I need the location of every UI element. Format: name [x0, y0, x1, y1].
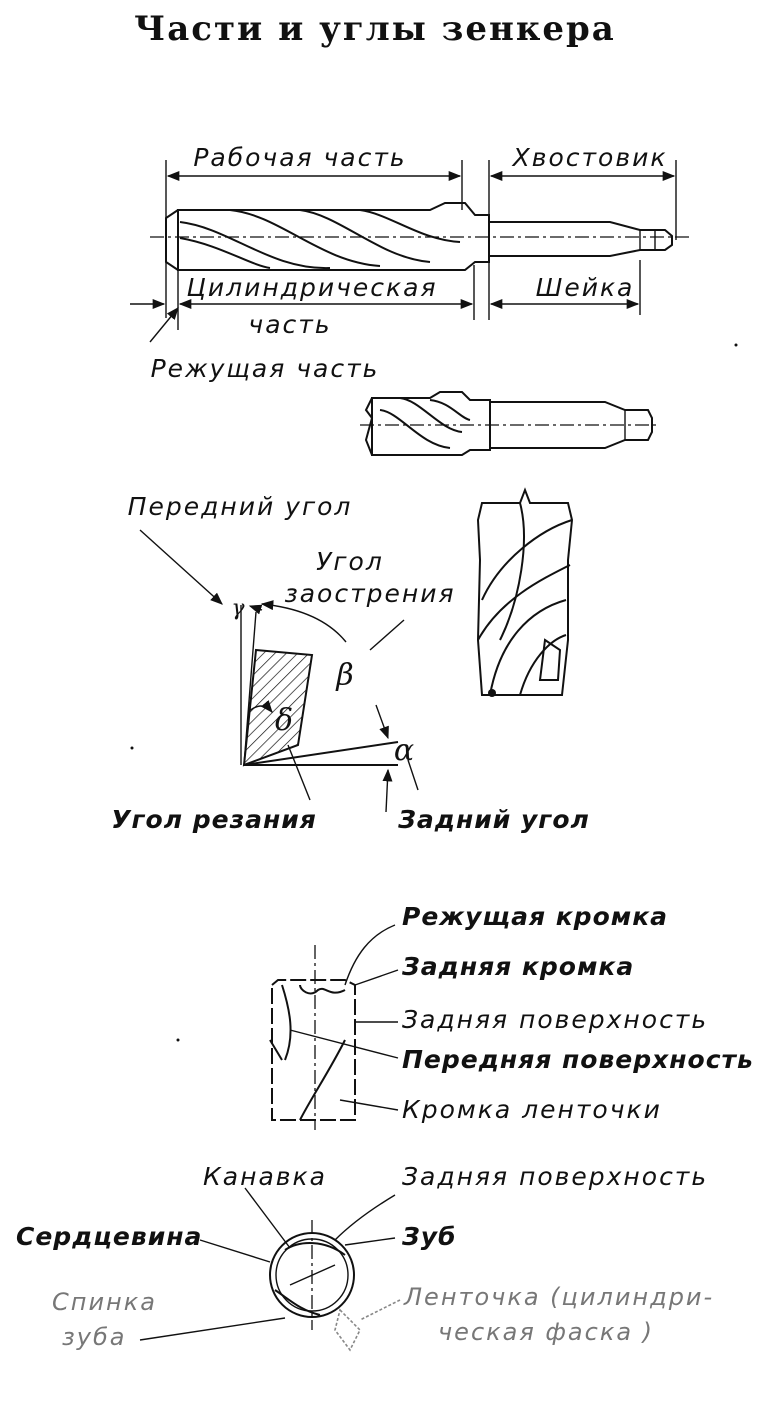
rake-angle-label: Передний угол — [128, 492, 353, 521]
cylindrical-part-label-1: Цилиндрическая — [187, 273, 438, 302]
face-surface-label: Передняя поверхность — [402, 1045, 754, 1074]
land-label-1: Ленточка (цилиндри- — [403, 1283, 714, 1311]
tooth-back-label-2: зуба — [62, 1323, 126, 1351]
clearance-angle-leader — [407, 759, 419, 791]
tooth-label: Зуб — [401, 1222, 457, 1251]
tooth-back-label-1: Спинка — [52, 1288, 157, 1316]
flank-surface-label: Задняя поверхность — [402, 1005, 708, 1034]
cutting-edge-label: Режущая кромка — [402, 902, 668, 931]
land-edge-label: Кромка ленточки — [402, 1095, 662, 1124]
cutting-angle-label: Угол резания — [111, 805, 317, 834]
cross-section-diagram — [139, 1187, 401, 1352]
alpha-symbol: α — [394, 733, 414, 768]
countersink-small-view — [360, 391, 660, 456]
delta-symbol: δ — [275, 703, 293, 738]
edges-diagram — [269, 924, 399, 1130]
wedge-angle-label-1: Угол — [316, 547, 384, 576]
countersink-side-view — [130, 160, 690, 343]
neck-label: Шейка — [536, 273, 635, 302]
clearance-angle-label: Задний угол — [397, 805, 590, 834]
gamma-symbol: γ — [231, 596, 245, 621]
land-label-2: ческая фаска ) — [438, 1318, 654, 1346]
shank-label: Хвостовик — [511, 143, 668, 172]
rear-edge-label: Задняя кромка — [401, 952, 634, 981]
flute-label: Канавка — [203, 1162, 327, 1191]
rake-angle-leader — [139, 529, 223, 605]
diagram-title: Части и углы зенкера — [134, 9, 616, 49]
tooth-wedge — [242, 648, 314, 767]
working-part-label: Рабочая часть — [193, 143, 406, 172]
wedge-angle-label-2: заострения — [284, 579, 455, 608]
core-label: Сердцевина — [16, 1222, 202, 1251]
cylindrical-part-label-2: часть — [248, 310, 331, 339]
angle-diagram — [139, 529, 419, 813]
section-flank-surface-label: Задняя поверхность — [402, 1162, 708, 1191]
beta-symbol: β — [335, 658, 353, 693]
cutting-part-label: Режущая часть — [151, 354, 380, 383]
cutting-angle-leader — [287, 744, 311, 801]
countersink-body-view — [476, 487, 574, 697]
